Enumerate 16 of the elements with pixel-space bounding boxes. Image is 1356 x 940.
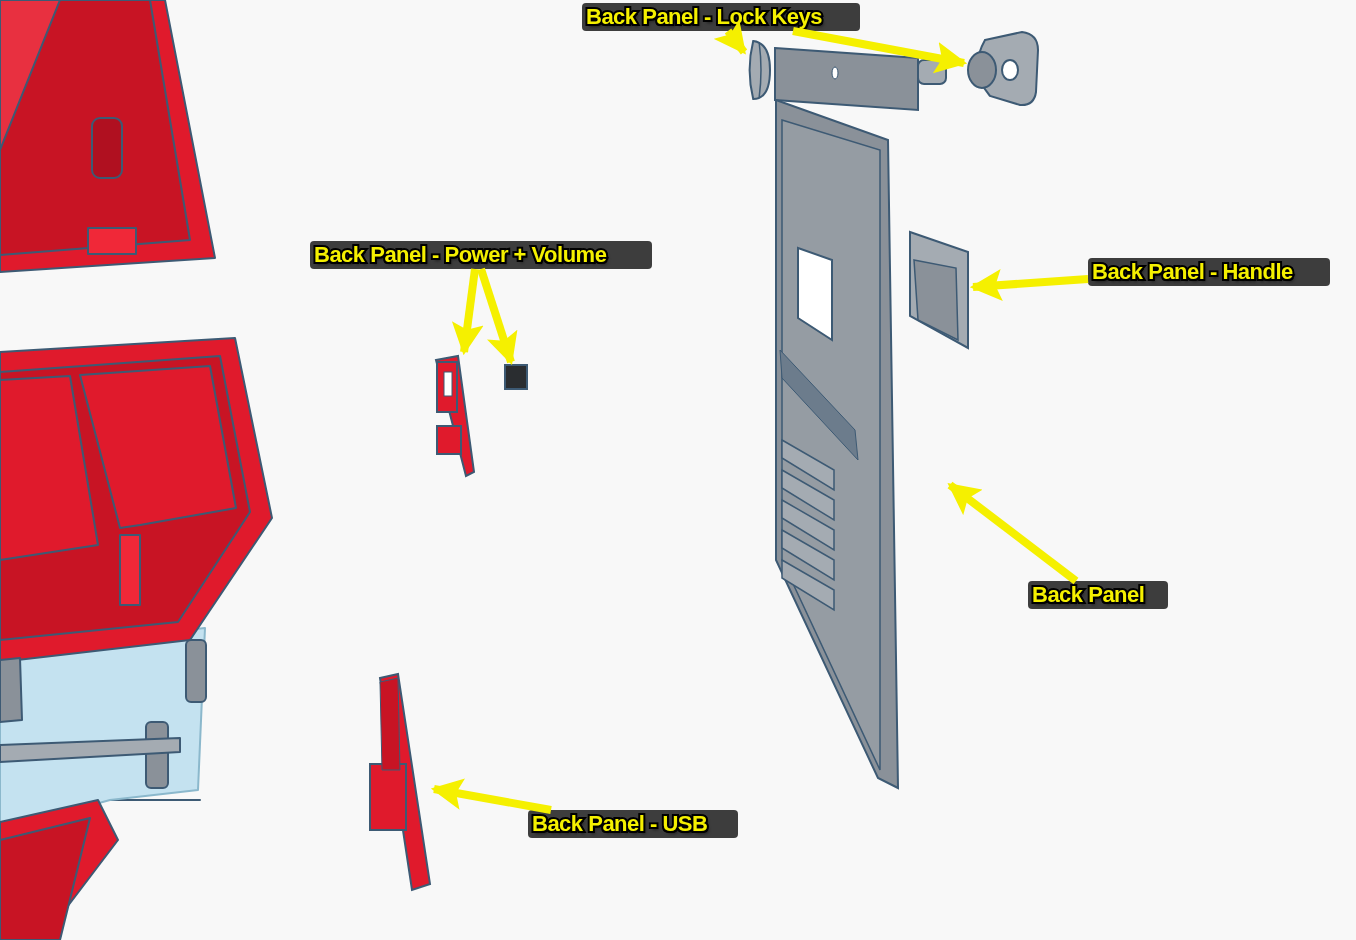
part-label: Back Panel - Handle [1088,258,1330,286]
arrow [792,27,968,74]
arrow [713,19,748,55]
usb-part-drawing [366,672,434,894]
part-label: Back Panel [1028,581,1168,609]
arrow [430,778,552,814]
back-panel-drawing [773,44,950,790]
arrow [969,269,1089,301]
arrow [947,481,1079,585]
part-label: Back Panel - USB [528,810,738,838]
power-switch-part-drawing [432,352,478,478]
part-label: Back Panel - Power + Volume [310,241,652,269]
arrow [451,268,484,356]
arrow [477,267,518,366]
volume-button-drawing [502,362,530,392]
part-label: Back Panel - Lock Keys [582,3,860,31]
